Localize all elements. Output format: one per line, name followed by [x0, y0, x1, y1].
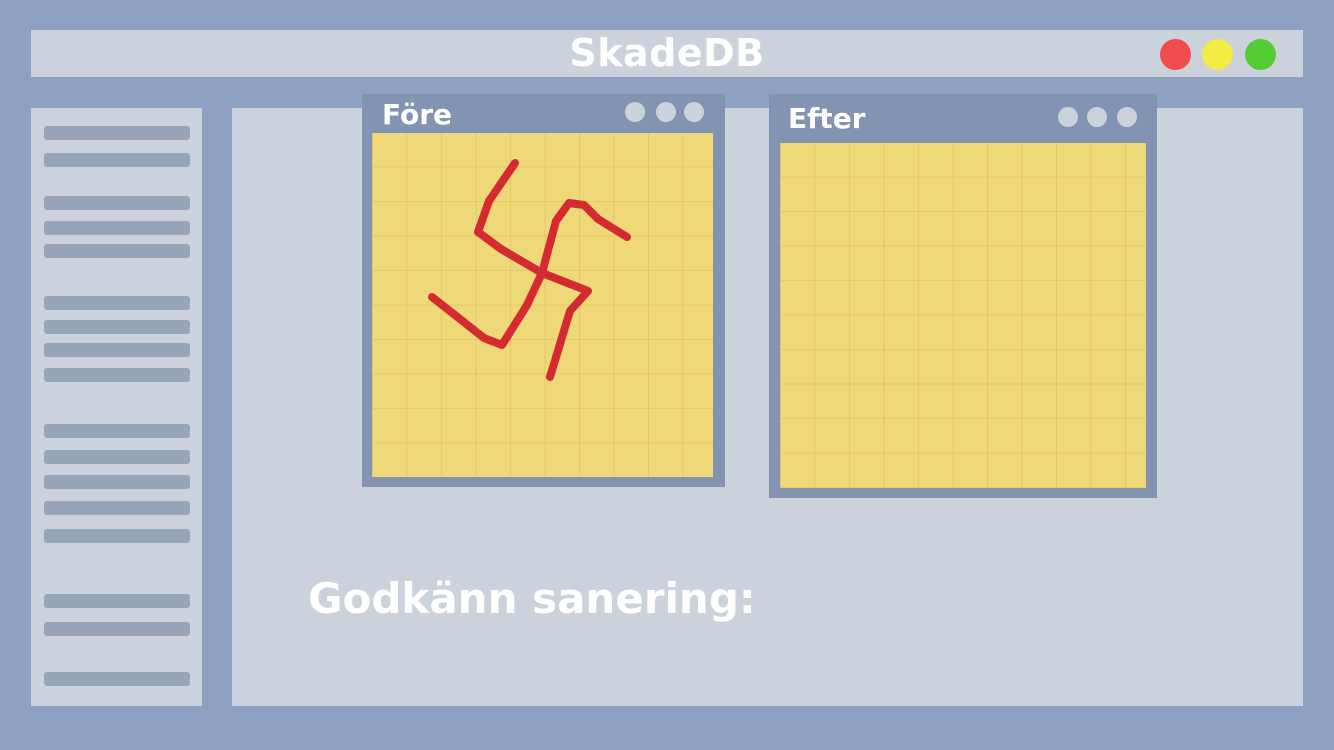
sidebar-item[interactable]: [44, 594, 190, 608]
before-panel: Före: [362, 94, 725, 487]
approve-cleanup-label: Godkänn sanering:: [308, 574, 756, 623]
close-window-button[interactable]: [1160, 39, 1191, 70]
sidebar-item[interactable]: [44, 424, 190, 438]
sidebar-item[interactable]: [44, 244, 190, 258]
graffiti-symbol: [428, 159, 631, 381]
before-panel-title: Före: [382, 98, 453, 131]
sidebar-item[interactable]: [44, 622, 190, 636]
panel-control-icon[interactable]: [1087, 107, 1107, 127]
sidebar-item[interactable]: [44, 475, 190, 489]
sidebar-item[interactable]: [44, 672, 190, 686]
minimize-window-button[interactable]: [1202, 39, 1233, 70]
sidebar-item[interactable]: [44, 529, 190, 543]
panel-control-icon[interactable]: [625, 102, 645, 122]
sidebar-item[interactable]: [44, 153, 190, 167]
maximize-window-button[interactable]: [1245, 39, 1276, 70]
sidebar-item[interactable]: [44, 343, 190, 357]
sidebar-item[interactable]: [44, 368, 190, 382]
sidebar: [31, 108, 202, 706]
title-bar: SkadeDB: [31, 30, 1303, 77]
after-panel-title: Efter: [788, 102, 866, 135]
after-panel: Efter: [769, 94, 1157, 498]
sidebar-item[interactable]: [44, 221, 190, 235]
after-image: [780, 143, 1146, 488]
panel-control-icon[interactable]: [1058, 107, 1078, 127]
sidebar-item[interactable]: [44, 501, 190, 515]
panel-control-icon[interactable]: [684, 102, 704, 122]
before-image: [372, 133, 713, 477]
sidebar-item[interactable]: [44, 320, 190, 334]
sidebar-item[interactable]: [44, 450, 190, 464]
sidebar-item[interactable]: [44, 196, 190, 210]
panel-control-icon[interactable]: [1117, 107, 1137, 127]
sidebar-item[interactable]: [44, 296, 190, 310]
panel-control-icon[interactable]: [656, 102, 676, 122]
app-title: SkadeDB: [569, 31, 765, 75]
sidebar-item[interactable]: [44, 126, 190, 140]
